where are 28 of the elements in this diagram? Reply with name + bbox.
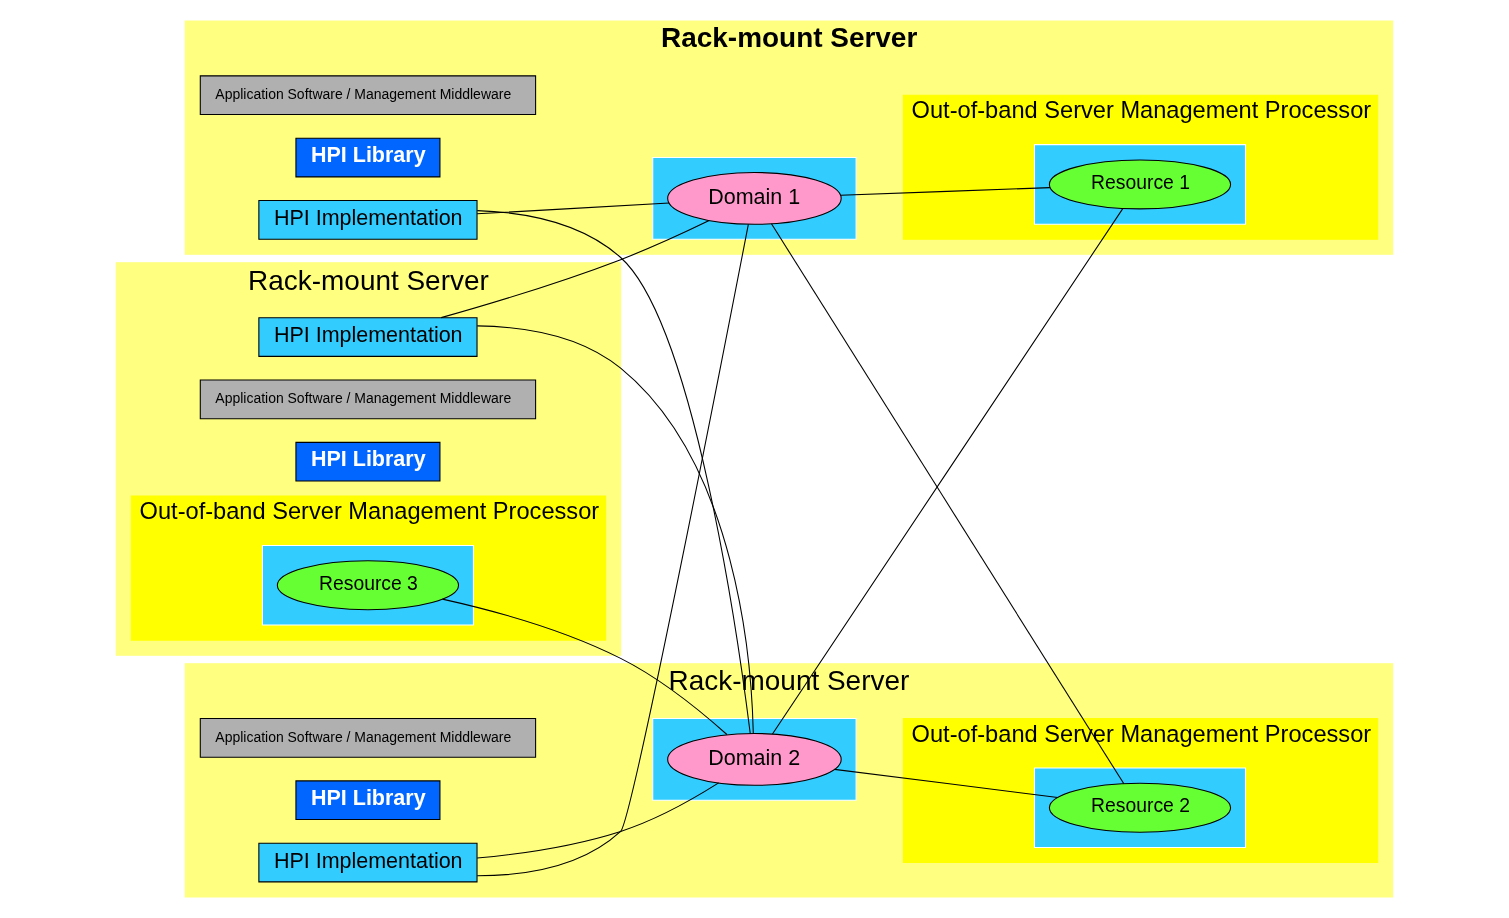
connector (440, 220, 710, 319)
node-ellipse: Domain 2 (667, 732, 842, 786)
node-box: HPI Library (295, 780, 441, 821)
node-ellipse: Resource 3 (276, 560, 460, 611)
connector (833, 768, 1059, 799)
cluster (261, 544, 474, 626)
node-ellipse: Resource 2 (1048, 782, 1232, 833)
node-box: HPI Implementation (258, 842, 478, 883)
connector (476, 210, 751, 735)
connector (476, 782, 720, 859)
node-box: HPI Implementation (258, 200, 478, 240)
node-box: Application Software / Management Middleware (199, 75, 537, 116)
node-box: HPI Implementation (258, 317, 478, 357)
connector (476, 202, 670, 215)
node-ellipse: Resource 1 (1048, 159, 1232, 210)
cluster (652, 718, 857, 801)
cluster (1033, 767, 1246, 849)
node-box: Application Software / Management Middleware (199, 379, 537, 420)
connector (840, 187, 1051, 196)
node-box: HPI Library (295, 137, 441, 178)
cluster (1033, 144, 1246, 225)
connector (476, 325, 754, 734)
connector (476, 223, 749, 877)
node-box: Application Software / Management Middleware (199, 718, 537, 758)
node-box: HPI Library (295, 441, 441, 482)
cluster (652, 157, 857, 240)
connector (441, 598, 728, 735)
node-ellipse: Domain 1 (667, 171, 842, 225)
